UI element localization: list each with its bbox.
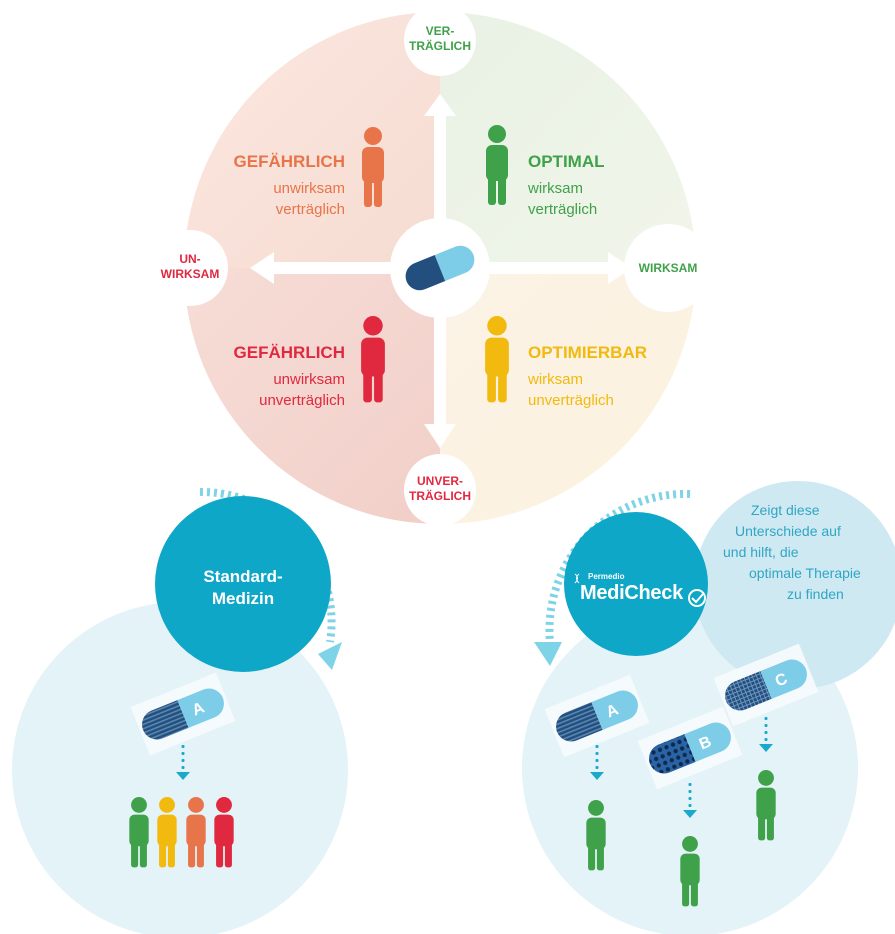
axis-label-bottom: UNVER-TRÄGLICH <box>409 474 471 503</box>
axis-label-top: VER-TRÄGLICH <box>409 24 471 53</box>
quadrant-title: OPTIMIERBAR <box>528 343 647 362</box>
quadrant-title: GEFÄHRLICH <box>233 152 345 171</box>
quadrant-top-left-text: GEFÄHRLICH unwirksam verträglich <box>200 152 345 220</box>
medicheck-logo: Permedio MediCheck <box>580 572 700 604</box>
medicheck-note: Zeigt diese Unterschiede auf und hilft, … <box>723 502 861 602</box>
medicheck-badge <box>564 512 708 656</box>
quadrant-title: GEFÄHRLICH <box>233 343 345 362</box>
person-icon-dangerous-intolerable <box>361 316 385 403</box>
capsule-icon <box>405 245 475 291</box>
person-icon-patient-c <box>756 770 776 841</box>
quadrant-line: unwirksam <box>273 180 345 197</box>
dna-icon <box>574 573 580 584</box>
quadrant-line: unverträglich <box>528 392 614 409</box>
axis-disc-top <box>404 4 476 76</box>
dotted-down-arrows <box>176 717 773 818</box>
patient-group-icon <box>129 797 234 868</box>
pill-a-icon: A <box>544 674 650 758</box>
person-icon-patient-a <box>586 800 606 871</box>
arc-arrowhead-right <box>534 642 562 666</box>
standard-medizin-label: Standard-Medizin <box>203 567 283 608</box>
pill-c-icon: C <box>713 643 819 727</box>
check-circle-icon <box>688 589 706 607</box>
quadrant-top-right-text: OPTIMAL wirksam verträglich <box>528 152 673 220</box>
quadrant-bottom-left-text: GEFÄHRLICH unwirksam unverträglich <box>200 343 345 411</box>
axis-disc-left <box>152 230 228 306</box>
arc-arrowhead-left <box>318 642 342 670</box>
pill-a-icon: A <box>130 672 236 756</box>
person-icon-dangerous-tolerable <box>362 127 384 207</box>
quadrant-line: unwirksam <box>273 371 345 388</box>
quadrant-title: OPTIMAL <box>528 152 605 171</box>
brand-small: Permedio <box>588 572 625 581</box>
axis-disc-right <box>624 224 712 312</box>
axis-label-left: UN-WIRKSAM <box>160 252 220 281</box>
person-icon-patient-b <box>680 836 700 907</box>
quadrant-line: wirksam <box>528 371 583 388</box>
axis-arrows <box>250 94 632 448</box>
brand-name: MediCheck <box>580 582 683 604</box>
axis-disc-bottom <box>404 454 476 526</box>
person-icon-optimizable <box>485 316 509 403</box>
quadrant-line: wirksam <box>528 180 583 197</box>
dotted-arc-right <box>545 489 691 643</box>
axis-label-right: WIRKSAM <box>638 261 698 275</box>
standard-medizin-badge <box>155 496 331 672</box>
standard-circle <box>12 602 348 934</box>
quadrant-line: verträglich <box>528 201 598 218</box>
pill-b-icon: B <box>637 706 743 790</box>
person-icon-optimal <box>486 125 508 205</box>
quadrant-bottom-right-text: OPTIMIERBAR wirksam unverträglich <box>528 343 688 411</box>
quadrant-line: unverträglich <box>259 392 345 409</box>
quadrant-line: verträglich <box>275 201 345 218</box>
note-bubble <box>694 481 895 689</box>
